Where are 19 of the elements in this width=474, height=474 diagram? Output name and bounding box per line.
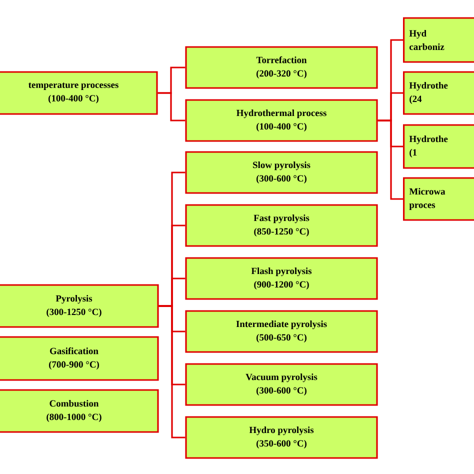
process-box: Hydrothe (24 — [403, 71, 474, 115]
process-box: Intermediate pyrolysis (500-650 °C) — [185, 310, 378, 353]
process-box: Vacuum pyrolysis (300-600 °C) — [185, 363, 378, 406]
connector-line — [158, 92, 186, 122]
process-box: Torrefaction (200-320 °C) — [185, 46, 378, 89]
process-box: Hydrothe (1 — [403, 124, 474, 169]
connector-line — [378, 120, 403, 200]
process-box: Flash pyrolysis (900-1200 °C) — [185, 257, 378, 300]
process-box: Gasification (700-900 °C) — [0, 336, 159, 381]
process-box: Hydrothermal process (100-400 °C) — [185, 99, 378, 142]
process-box: Hydro pyrolysis (350-600 °C) — [185, 416, 378, 459]
process-box: Pyrolysis (300-1250 °C) — [0, 284, 159, 328]
process-box: temperature processes (100-400 °C) — [0, 71, 158, 115]
process-box: Slow pyrolysis (300-600 °C) — [185, 151, 378, 194]
connector-line — [158, 305, 186, 438]
process-box: Combustion (800-1000 °C) — [0, 389, 159, 433]
process-box: Hyd carboniz — [403, 17, 474, 63]
process-box: Microwa proces — [403, 177, 474, 221]
process-box: Fast pyrolysis (850-1250 °C) — [185, 204, 378, 247]
